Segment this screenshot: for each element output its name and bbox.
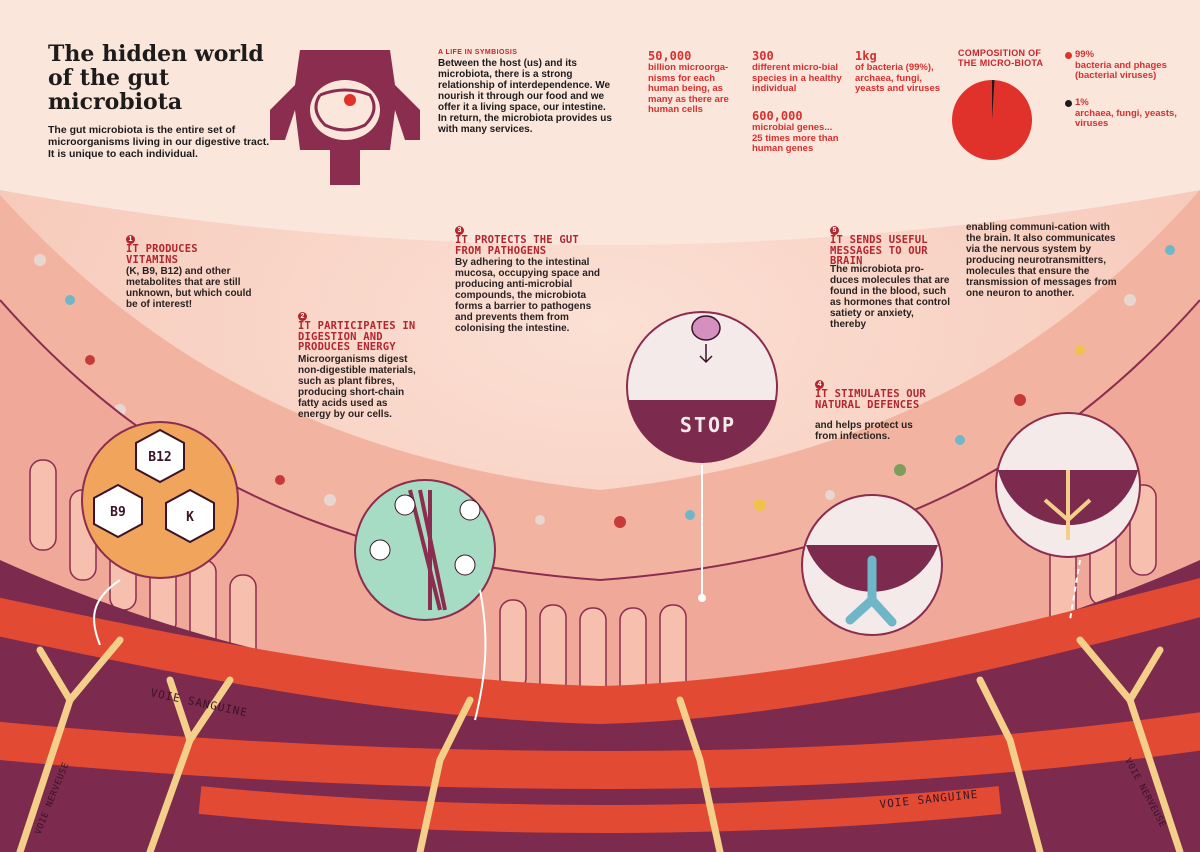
vitamin-circle [81, 421, 239, 579]
vitamin-b9-badge: B9 [93, 483, 143, 539]
function-4-text: and helps protect us from infections. [815, 420, 913, 442]
vitamin-k-badge: K [165, 488, 215, 544]
legend-dot-icon [1065, 100, 1072, 107]
stat-value: 50,000 [648, 49, 692, 63]
function-1-title: IT PRODUCES VITAMINS [126, 243, 198, 266]
stat-text: microbial genes... 25 times more than hu… [752, 122, 839, 154]
vitamin-arrow [93, 579, 121, 646]
legend-text: archaea, fungi, yeasts, viruses [1075, 107, 1177, 129]
function-4-title: IT STIMULATES OUR NATURAL DEFENCES [815, 388, 926, 411]
page-title: The hidden world of the gut microbiota [48, 41, 264, 115]
stat-text: of bacteria (99%), archaea, fungi, yeast… [855, 62, 941, 94]
stat-value: 600,000 [752, 109, 803, 123]
function-3-number: 3 [455, 226, 464, 235]
body-silhouette-icon [270, 50, 420, 185]
stat-species: 300 different micro-bial species in a he… [752, 50, 842, 95]
vitamin-k-label: K [186, 510, 194, 525]
digestion-arrow [474, 589, 487, 721]
function-4-number: 4 [815, 380, 824, 389]
legend-text: bacteria and phages (bacterial viruses) [1075, 59, 1167, 81]
pathogen-arrow [699, 344, 713, 364]
stat-value: 300 [752, 49, 774, 63]
energy-icon-4 [454, 554, 476, 576]
blood-vessel-1 [0, 577, 1200, 725]
vitamin-b12-label: B12 [148, 450, 171, 465]
blood-vessel-3 [198, 786, 1002, 833]
plant-fibre-icon [408, 489, 447, 611]
stat-value: 1kg [855, 49, 877, 63]
page-intro: The gut microbiota is the entire set of … [48, 124, 270, 160]
function-5-title: IT SENDS USEFUL MESSAGES TO OUR BRAIN [830, 234, 928, 267]
energy-icon-1 [394, 494, 416, 516]
pathogen-icon [691, 315, 721, 341]
stat-text: billion microorga-nisms for each human b… [648, 62, 729, 115]
function-2-title: IT PARTICIPATES IN DIGESTION AND PRODUCE… [298, 320, 416, 353]
function-5-number: 5 [830, 226, 839, 235]
function-1-number: 1 [126, 235, 135, 244]
energy-icon-3 [369, 539, 391, 561]
vitamin-b9-label: B9 [110, 505, 126, 520]
function-3-text: By adhering to the intestinal mucosa, oc… [455, 257, 601, 334]
function-3-title: IT PROTECTS THE GUT FROM PATHOGENS [455, 234, 579, 257]
symbiosis-label: A LIFE IN SYMBIOSIS [438, 49, 518, 56]
legend-value: 99% [1075, 49, 1095, 60]
neuron-icon [1043, 470, 1092, 540]
vitamin-b12-badge: B12 [135, 428, 185, 484]
legend-archaea: 1% archaea, fungi, yeasts, viruses [1065, 97, 1180, 130]
function-5-text: The microbiota pro-duces molecules that … [830, 264, 951, 330]
brain-message-arrow [1069, 559, 1081, 621]
energy-icon-2 [459, 499, 481, 521]
stop-wall [628, 400, 776, 463]
stat-text: different micro-bial species in a health… [752, 62, 842, 94]
composition-pie-chart [952, 80, 1032, 160]
function-2-number: 2 [298, 312, 307, 321]
stop-stem-end [698, 594, 706, 602]
symbiosis-text: Between the host (us) and its microbiota… [438, 58, 612, 135]
nerve-branches [16, 636, 1184, 852]
composition-title: COMPOSITION OF THE MICRO-BIOTA [958, 48, 1044, 68]
stat-weight: 1kg of bacteria (99%), archaea, fungi, y… [855, 50, 947, 95]
function-5-text-continued: enabling communi-cation with the brain. … [966, 222, 1117, 299]
function-1-text: (K, B9, B12) and other metabolites that … [126, 266, 252, 310]
stat-microorganisms: 50,000 billion microorga-nisms for each … [648, 50, 743, 116]
function-2-text: Microorganisms digest non-digestible mat… [298, 354, 416, 420]
pie-slice-archaea [992, 80, 995, 120]
legend-value: 1% [1075, 97, 1089, 108]
stop-label: STOP [680, 413, 736, 437]
legend-dot-icon [1065, 52, 1072, 59]
immune-cell-icon [845, 555, 897, 627]
stat-genes: 600,000 microbial genes... 25 times more… [752, 110, 842, 155]
legend-bacteria: 99% bacteria and phages (bacterial virus… [1065, 49, 1180, 82]
